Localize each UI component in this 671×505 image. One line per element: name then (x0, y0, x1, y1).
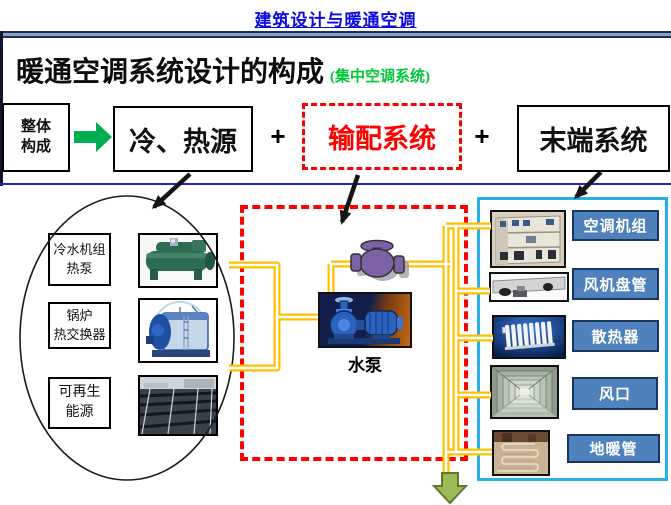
pump-label: 水泵 (348, 356, 382, 375)
terminal-label-radiator: 散热器 (572, 320, 659, 352)
plus-sign-1: + (270, 120, 286, 151)
overall-composition-box: 整体 构成 (2, 103, 70, 172)
green-down-arrow-icon (431, 472, 469, 505)
overall-line1: 整体 (20, 119, 51, 135)
arrow-to-sources (151, 172, 192, 210)
plus-sign-2: + (474, 120, 490, 151)
water-pump-image (318, 292, 412, 348)
boiler-label-line2: 热交换器 (53, 326, 106, 342)
chiller-image (138, 233, 218, 288)
fan-coil-image (489, 272, 569, 302)
terminal-label-fan-coil: 风机盘管 (572, 268, 659, 300)
source-box: 冷、热源 (113, 106, 253, 172)
source-item-chiller-label: 冷水机组 热泵 (48, 233, 111, 286)
page-title: 暖通空调系统设计的构成 (集中空调系统) (16, 50, 430, 90)
boiler-label-line1: 锅炉 (66, 307, 93, 323)
terminal-label-air-outlet: 风口 (572, 377, 658, 410)
left-edge-rule (0, 31, 3, 186)
air-handling-unit-image (490, 210, 566, 268)
boiler-image (138, 298, 218, 363)
terminal-label-ahu: 空调机组 (572, 210, 659, 241)
chiller-label-line2: 热泵 (66, 260, 93, 276)
header-title: 建筑设计与暖通空调 (254, 11, 417, 30)
page-title-text: 暖通空调系统设计的构成 (16, 57, 325, 88)
page-subtitle: (集中空调系统) (330, 69, 431, 85)
chiller-label-line1: 冷水机组 (53, 241, 106, 257)
air-diffuser-image (490, 365, 559, 419)
source-item-renewable-label: 可再生 能源 (48, 377, 111, 429)
floor-heating-image (492, 430, 550, 476)
overall-line2: 构成 (20, 138, 51, 155)
renewable-label-line1: 可再生 (58, 384, 101, 400)
terminal-label-floor-heating: 地暖管 (567, 434, 660, 463)
renewable-label-line2: 能源 (65, 405, 94, 420)
transport-box: 输配系统 (302, 103, 462, 170)
solar-panels-image (138, 375, 218, 436)
header-divider (0, 31, 671, 38)
green-right-arrow-icon (74, 122, 112, 152)
blue-divider (0, 183, 671, 185)
source-item-boiler-label: 锅炉 热交换器 (48, 302, 111, 349)
terminal-box: 末端系统 (517, 105, 670, 172)
radiator-image (492, 315, 566, 359)
